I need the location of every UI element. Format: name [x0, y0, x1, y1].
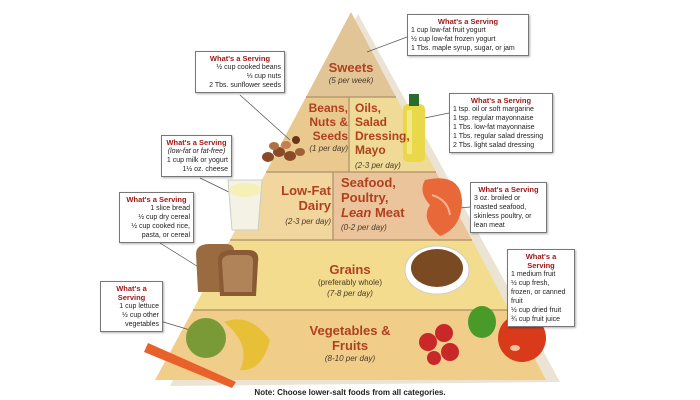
milk-glass-icon [227, 179, 263, 231]
serving-item: ½ cup dried fruit [511, 307, 562, 314]
serving-item: ½ cup dry cereal [138, 214, 190, 221]
tier-label-dairy: Low-Fat Dairy (2-3 per day) [276, 183, 331, 227]
serving-heading: What's a Serving [437, 17, 499, 26]
serving-heading: What's a Serving [126, 195, 187, 204]
tier-frequency: (5 per week) [328, 76, 374, 85]
bread-icon [196, 244, 259, 296]
serving-item: 1 Tbs. low-fat mayonnaise [453, 124, 535, 131]
serving-item: 1 cup low-fat fruit yogurt [411, 27, 486, 34]
tier-title: Vegetables & Fruits [309, 323, 391, 353]
tier-sweets [306, 12, 396, 97]
serving-item: 3 oz. broiled or roasted seafood, skinle… [474, 195, 532, 229]
serving-item: 1 Tbs. regular salad dressing [453, 133, 544, 140]
serving-heading: What's a Serving [478, 185, 539, 194]
serving-item: ½ cup cooked rice, pasta, or cereal [131, 223, 190, 239]
pepper-icon [468, 306, 496, 338]
serving-item: (low-fat or fat-free) [167, 148, 226, 155]
tier-title: Beans, Nuts & Seeds [308, 101, 348, 143]
footnote: Note: Choose lower-salt foods from all c… [254, 388, 446, 397]
serving-item: 1½ oz. cheese [182, 166, 228, 173]
nuts-icon [262, 136, 305, 162]
tier-title: Sweets [328, 60, 374, 75]
serving-heading: What's a Serving [525, 252, 557, 270]
serving-heading: What's a Serving [166, 138, 227, 147]
tier-label-oils: Oils, Salad Dressing, Mayo (2-3 per day) [355, 101, 410, 171]
serving-box-beans: What's a Serving ½ cup cooked beans ⅓ cu… [195, 51, 285, 93]
tier-note: (preferably whole) [317, 278, 383, 287]
tier-title: Oils, Salad Dressing, Mayo [355, 101, 410, 157]
tier-title: Seafood, [341, 175, 396, 190]
serving-item: 1 tsp. regular mayonnaise [453, 115, 534, 122]
banana-icon [224, 319, 270, 371]
serving-item: ¾ cup fruit juice [511, 316, 561, 323]
salmon-icon [422, 178, 462, 236]
tier-label-beans: Beans, Nuts & Seeds (1 per day) [298, 101, 348, 154]
tier-title: Meat [371, 205, 405, 220]
tier-frequency: (8-10 per day) [324, 354, 376, 363]
serving-box-vegetables: What's a Serving 1 cup lettuce ½ cup oth… [100, 281, 163, 332]
serving-heading: What's a Serving [116, 284, 147, 302]
serving-item: 1 medium fruit [511, 271, 556, 278]
cereal-bowl-icon [404, 245, 470, 295]
tier-title: Grains [329, 262, 371, 277]
serving-box-sweets: What's a Serving 1 cup low-fat fruit yog… [407, 14, 529, 56]
serving-heading: What's a Serving [209, 54, 271, 63]
serving-box-oils: What's a Serving 1 tsp. oil or soft marg… [449, 93, 553, 153]
tier-title: Lean [341, 205, 372, 220]
serving-item: ½ cup low-fat frozen yogurt [411, 36, 496, 43]
serving-box-fruit: What's a Serving 1 medium fruit ½ cup fr… [507, 249, 575, 327]
serving-item: ½ cup fresh, frozen, or canned fruit [511, 280, 566, 305]
oil-bottle-icon [403, 94, 425, 162]
tier-label-vegetables-fruits: Vegetables & Fruits (8-10 per day) [305, 323, 395, 364]
tier-title: Poultry, [341, 190, 389, 205]
tier-title: Low-Fat Dairy [281, 183, 331, 213]
serving-heading: What's a Serving [470, 96, 532, 105]
serving-item: ½ cup cooked beans [216, 64, 281, 71]
serving-item: 2 Tbs. light salad dressing [453, 142, 535, 149]
serving-item: ⅓ cup nuts [246, 73, 281, 80]
carrot-icon [144, 343, 236, 388]
serving-item: 1 tsp. oil or soft margarine [453, 106, 534, 113]
strawberries-icon [419, 324, 459, 365]
serving-item: 1 cup lettuce [119, 303, 159, 310]
tier-label-seafood: Seafood, Poultry, Lean Meat (0-2 per day… [341, 175, 431, 233]
tier-frequency: (1 per day) [309, 144, 348, 153]
tier-label-grains: Grains (preferably whole) (7-8 per day) [290, 262, 410, 299]
serving-box-grains: What's a Serving 1 slice bread ½ cup dry… [119, 192, 194, 243]
serving-item: 1 Tbs. maple syrup, sugar, or jam [411, 45, 515, 52]
serving-item: ½ cup other vegetables [122, 312, 159, 328]
serving-box-dairy: What's a Serving (low-fat or fat-free) 1… [161, 135, 232, 177]
serving-box-seafood: What's a Serving 3 oz. broiled or roaste… [470, 182, 547, 233]
tier-frequency: (2-3 per day) [285, 217, 331, 226]
tier-frequency: (7-8 per day) [327, 289, 373, 298]
apple-icon [186, 318, 226, 358]
tier-label-sweets: Sweets (5 per week) [300, 60, 402, 86]
tier-frequency: (2-3 per day) [355, 161, 401, 170]
serving-item: 2 Tbs. sunflower seeds [209, 82, 281, 89]
tier-frequency: (0-2 per day) [341, 223, 387, 232]
serving-item: 1 cup milk or yogurt [166, 157, 228, 164]
serving-item: 1 slice bread [150, 205, 190, 212]
